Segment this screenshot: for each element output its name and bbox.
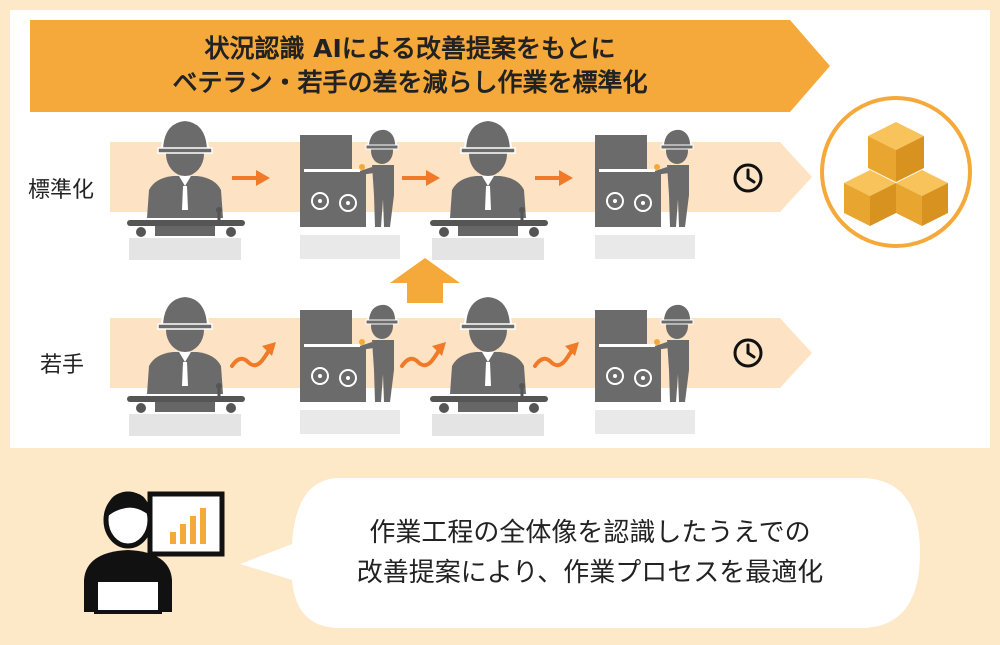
banner-arrow — [30, 20, 830, 112]
lane-label-standard: 標準化 — [28, 178, 95, 203]
bubble-line-2: 改善提案により、作業プロセスを最適化 — [356, 558, 824, 588]
presenter-icon — [84, 491, 225, 614]
boxes-icon — [844, 122, 948, 226]
up-arrow-icon — [390, 258, 460, 303]
junior-machine-2-icon — [594, 303, 696, 435]
lane-label-junior: 若手 — [40, 353, 85, 378]
bubble-text: 作業工程の全体像を認識したうえでの 改善提案により、作業プロセスを最適化 — [300, 494, 880, 612]
banner-line-1: 状況認識 AIによる改善提案をもとに — [204, 34, 616, 64]
banner-line-2: ベテラン・若手の差を減らし作業を標準化 — [172, 68, 648, 97]
standard-machine-2-icon — [594, 128, 696, 260]
junior-machine-1-icon — [299, 303, 401, 435]
standard-machine-1-icon — [299, 128, 401, 260]
speech-bubble — [240, 478, 920, 628]
banner-title: 状況認識 AIによる改善提案をもとに ベテラン・若手の差を減らし作業を標準化 — [30, 20, 790, 112]
bubble-line-1: 作業工程の全体像を認識したうえでの — [369, 517, 811, 548]
